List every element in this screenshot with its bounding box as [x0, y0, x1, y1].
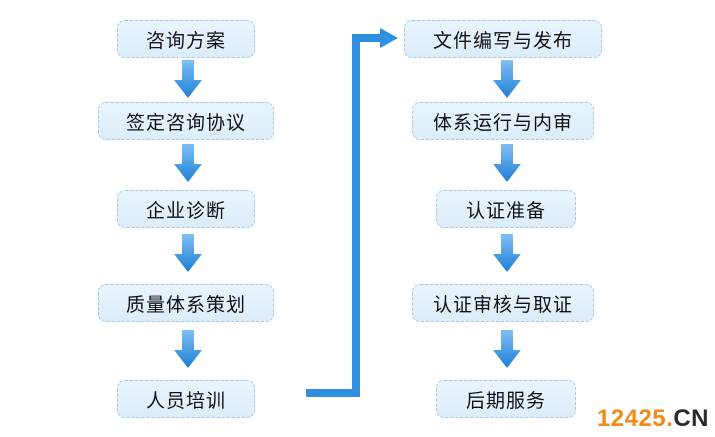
down-arrow-icon [174, 234, 202, 272]
step-document-release: 文件编写与发布 [404, 20, 602, 58]
step-after-service: 后期服务 [436, 380, 576, 418]
watermark-suffix: CN [673, 405, 709, 432]
down-arrow-icon [493, 60, 521, 98]
step-sign-agreement: 签定咨询协议 [98, 102, 274, 140]
step-system-operation: 体系运行与内审 [412, 102, 594, 140]
step-audit-certificate: 认证审核与取证 [412, 284, 594, 322]
down-arrow-icon [174, 144, 202, 182]
down-arrow-icon [174, 330, 202, 368]
watermark-logo: 12425.CN [597, 405, 709, 433]
watermark-dot: . [666, 405, 674, 432]
down-arrow-icon [174, 60, 202, 98]
step-consulting-plan: 咨询方案 [117, 20, 255, 58]
watermark-number: 12425 [596, 405, 667, 432]
step-quality-planning: 质量体系策划 [98, 284, 274, 322]
step-enterprise-diagnosis: 企业诊断 [117, 190, 255, 228]
down-arrow-icon [493, 144, 521, 182]
down-arrow-icon [493, 330, 521, 368]
down-arrow-icon [493, 234, 521, 272]
step-certification-prep: 认证准备 [436, 190, 576, 228]
step-staff-training: 人员培训 [117, 380, 255, 418]
